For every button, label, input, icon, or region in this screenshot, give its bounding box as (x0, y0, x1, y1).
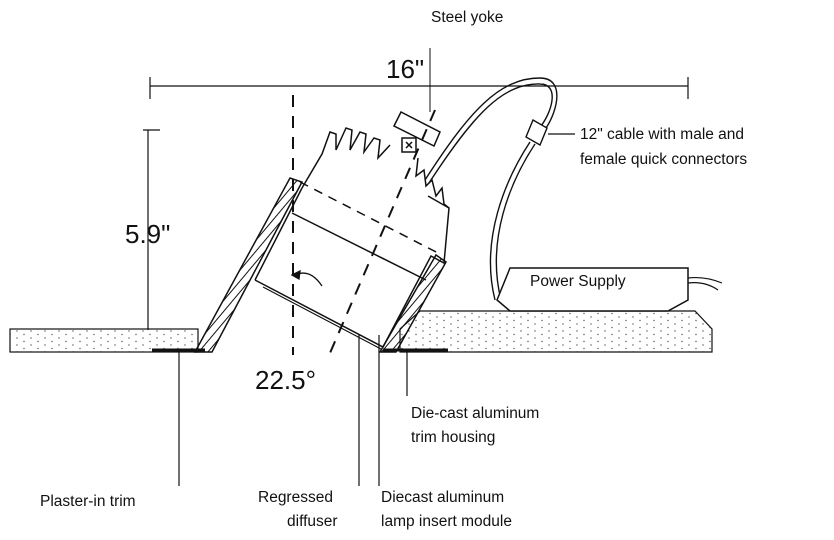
ceiling-slab (9, 310, 713, 353)
steel-yoke (392, 110, 441, 153)
housing-label-line2: trim housing (411, 429, 495, 446)
pivot-axes (292, 48, 436, 355)
lamp-insert-module (254, 127, 450, 350)
housing-label-line1: Die-cast aluminum (411, 405, 539, 422)
lamp-module-label-line1: Diecast aluminum (381, 489, 504, 506)
power-supply-box (496, 267, 723, 312)
trim-housing-walls (193, 177, 447, 353)
angle-label: 22.5° (255, 365, 316, 395)
angle-arc (290, 269, 323, 287)
plaster-trim-label: Plaster-in trim (40, 493, 136, 510)
diffuser-label-line2: diffuser (287, 513, 338, 530)
leader-lines (178, 133, 575, 486)
cable-label-line2: female quick connectors (580, 151, 747, 168)
cable-label-line1: 12" cable with male and (580, 126, 744, 143)
height-dimension-label: 5.9" (125, 219, 170, 249)
quick-connect-cable (424, 77, 558, 301)
power-supply-label: Power Supply (530, 273, 626, 290)
width-dimension-label: 16" (386, 54, 424, 84)
steel-yoke-label: Steel yoke (431, 9, 503, 26)
diffuser-label-line1: Regressed (258, 489, 333, 506)
height-dimension-line (143, 129, 160, 330)
lamp-module-label-line2: lamp insert module (381, 513, 512, 530)
width-dimension-line (149, 77, 689, 99)
